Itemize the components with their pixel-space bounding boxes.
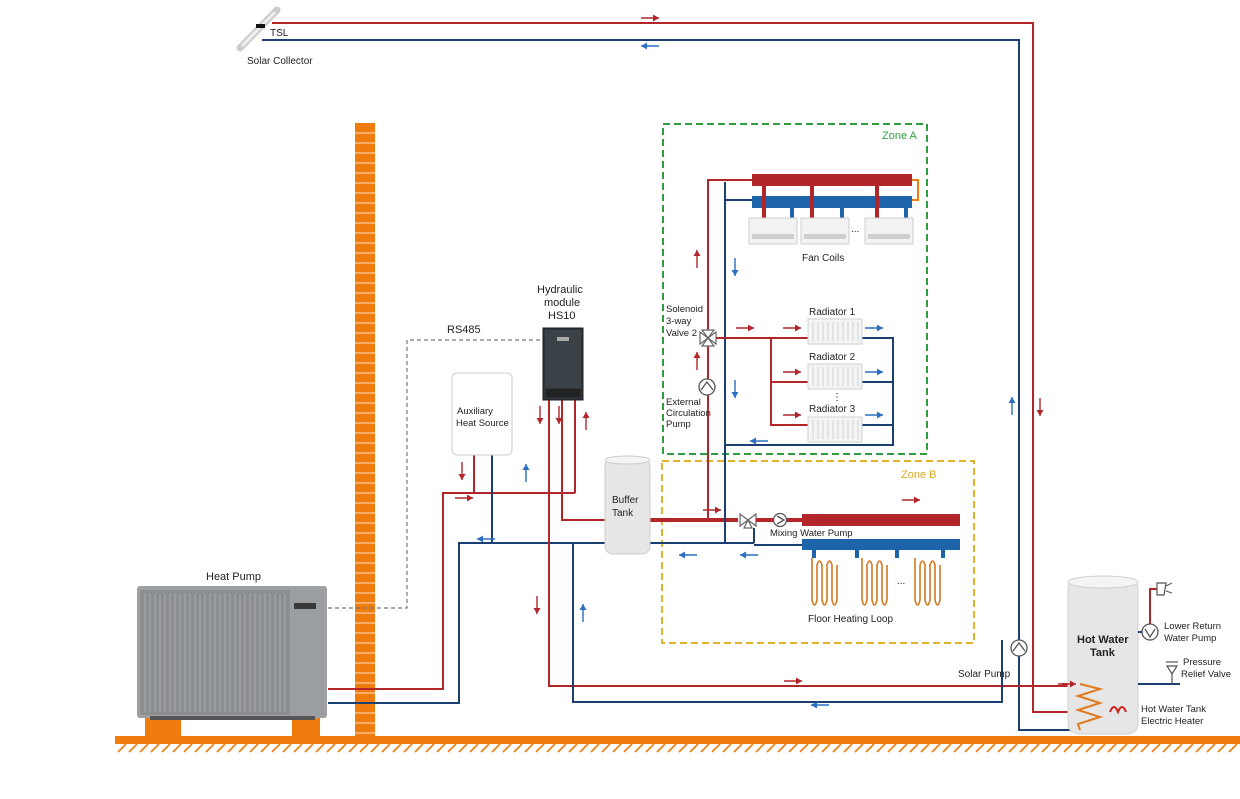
- floor-heating-label: Floor Heating Loop: [808, 614, 893, 625]
- floor-heating-ellipsis: ...: [897, 576, 905, 587]
- shower-icon: [1149, 582, 1173, 632]
- ground-floor: [115, 736, 1240, 753]
- heat-pump-label: Heat Pump: [206, 571, 261, 583]
- fan-coil-unit: [748, 217, 798, 245]
- pressure-relief-valve: [1165, 661, 1179, 684]
- tsl-label: TSL: [270, 28, 289, 39]
- floor-heating-manifold: [802, 514, 960, 558]
- solar-pump: [1010, 639, 1028, 657]
- zone-a-label: Zone A: [882, 130, 918, 142]
- radiator-vdots: ⋮: [832, 392, 842, 403]
- pressure-relief-label-2: Relief Valve: [1181, 669, 1231, 680]
- buffer-tank: [604, 455, 651, 555]
- main-pipes: [328, 179, 1080, 704]
- solar-collector-label: Solar Collector: [247, 56, 313, 67]
- fan-coil-ellipsis: ...: [851, 224, 859, 235]
- solenoid-valve-label-3: Valve 2: [666, 328, 697, 339]
- hydraulic-module-label-1: Hydraulic: [537, 284, 583, 296]
- aux-heat-label-2: Heat Source: [456, 418, 509, 429]
- rs485-label: RS485: [447, 324, 481, 336]
- fan-coils-label: Fan Coils: [802, 253, 844, 264]
- radiator-1-label: Radiator 1: [809, 307, 856, 318]
- rs485-line: [328, 339, 543, 609]
- buffer-tank-label-1: Buffer: [612, 495, 639, 506]
- hydraulic-module-label-3: HS10: [548, 310, 576, 322]
- solenoid-3way-valve: [699, 329, 717, 347]
- electric-heater-icon: [1109, 706, 1127, 715]
- hot-water-tank: [1067, 575, 1139, 735]
- floor-heating-loops: [811, 558, 941, 606]
- auxiliary-heat-source: [451, 372, 513, 456]
- lower-return-pump: [1141, 623, 1159, 641]
- fan-coil-manifold: [752, 174, 912, 218]
- radiator-3: [807, 416, 863, 443]
- radiator-2: [807, 363, 863, 390]
- external-circulation-pump: [698, 378, 716, 396]
- hydraulic-module-label-2: module: [544, 297, 580, 309]
- radiator-1: [807, 318, 863, 345]
- mixing-pump-label: Mixing Water Pump: [770, 528, 853, 539]
- tank-coil: [1074, 683, 1104, 731]
- hydraulic-module: [542, 327, 584, 401]
- pressure-relief-label-1: Pressure: [1183, 657, 1221, 668]
- lower-return-label-1: Lower Return: [1164, 621, 1221, 632]
- buffer-tank-label-2: Tank: [612, 508, 634, 519]
- solar-pump-label: Solar Pump: [958, 669, 1011, 680]
- solar-collector: [236, 6, 281, 52]
- hot-water-tank-label-2: Tank: [1090, 647, 1116, 659]
- fan-coil-units: [748, 217, 914, 245]
- radiator-3-label: Radiator 3: [809, 404, 856, 415]
- zone-b-label: Zone B: [901, 469, 936, 481]
- mixing-water-pump: [772, 512, 788, 528]
- mixing-valve: [739, 512, 757, 529]
- electric-heater-label-1: Hot Water Tank: [1141, 704, 1206, 715]
- radiator-2-label: Radiator 2: [809, 352, 856, 363]
- external-pump-label-3: Pump: [666, 419, 691, 430]
- brick-wall: [355, 123, 375, 738]
- solar-pipes: [262, 22, 1080, 731]
- external-pump-label-1: External: [666, 397, 701, 408]
- electric-heater-label-2: Electric Heater: [1141, 716, 1203, 727]
- external-pump-label-2: Circulation: [666, 408, 711, 419]
- solenoid-valve-label-2: 3-way: [666, 316, 692, 327]
- zone-b-box: [661, 460, 975, 644]
- lower-return-label-2: Water Pump: [1164, 633, 1216, 644]
- flow-arrows: [455, 14, 1076, 709]
- aux-heat-label-1: Auxiliary: [457, 406, 493, 417]
- zone-a-box: [662, 123, 928, 455]
- fan-coil-unit: [800, 217, 850, 245]
- fan-coil-unit: [864, 217, 914, 245]
- solenoid-valve-label-1: Solenoid: [666, 304, 703, 315]
- hot-water-tank-label-1: Hot Water: [1077, 634, 1129, 646]
- heat-pump-unit: [137, 586, 327, 738]
